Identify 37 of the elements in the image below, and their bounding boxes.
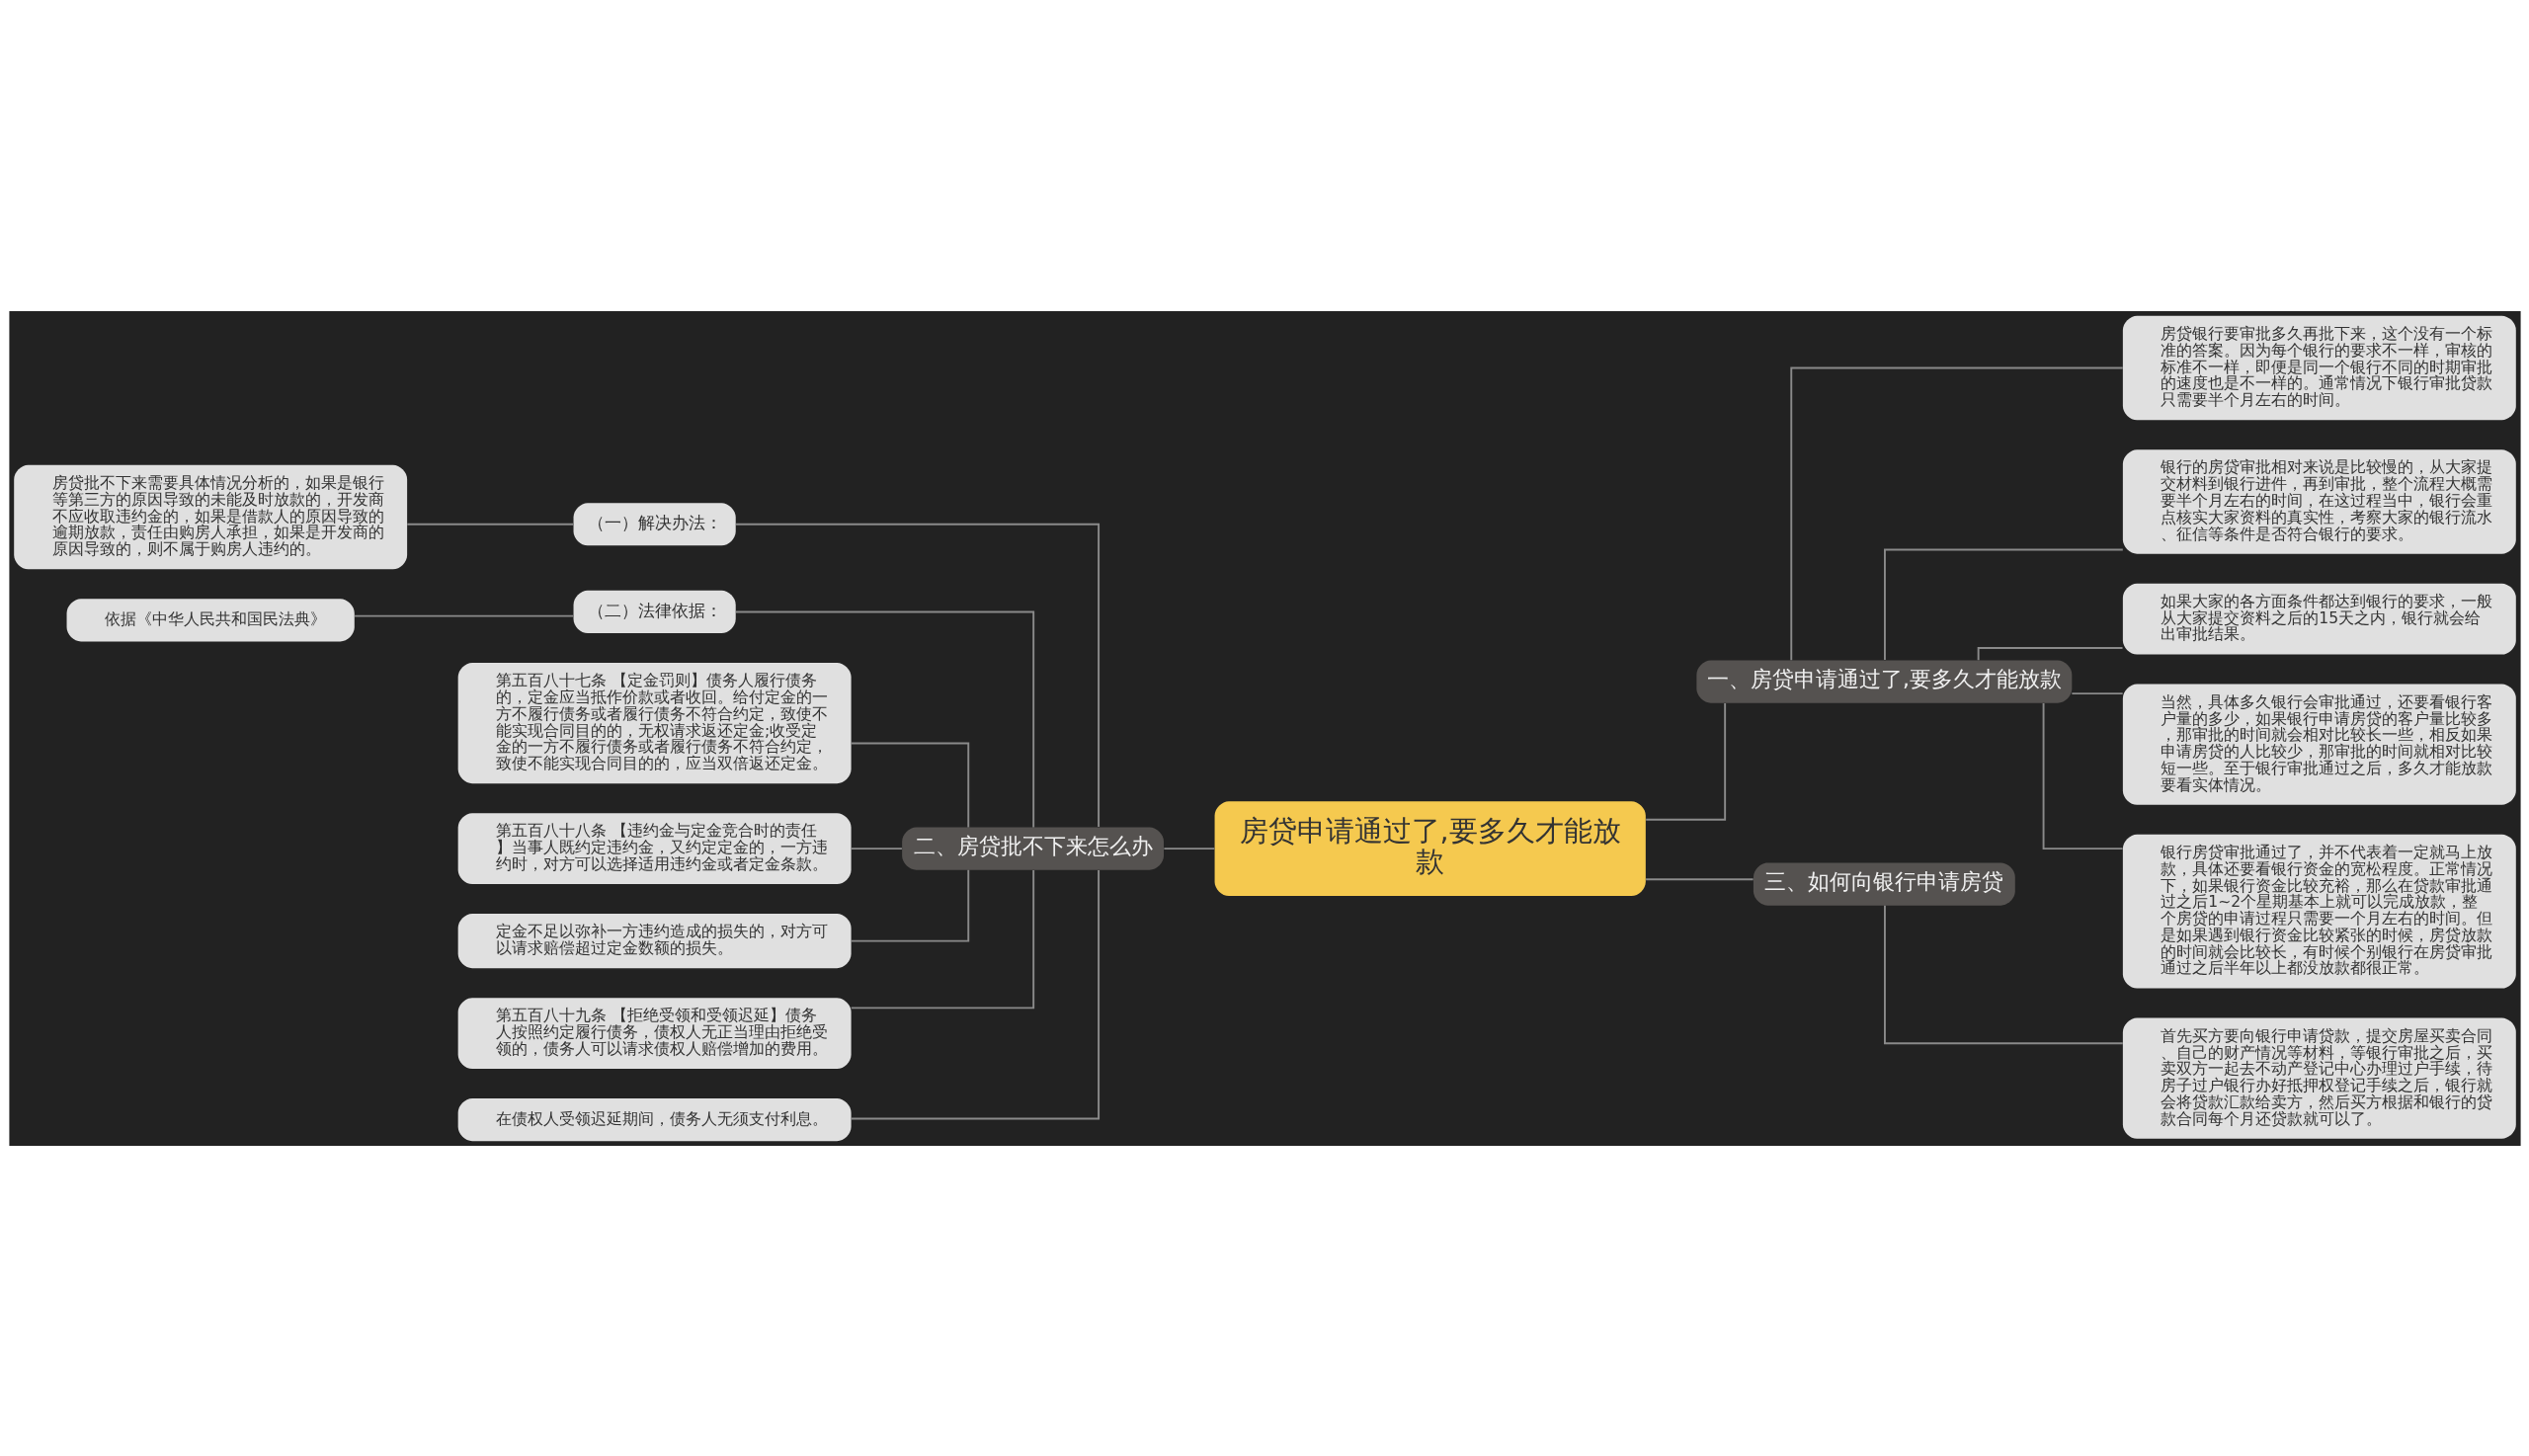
connector [850, 868, 1034, 1009]
node-box: 当然，具体多久银行会审批通过，还要看银行客户量的多少，如果银行申请房贷的客户量比较多，那审批的时间就会相对比较长一些，相反如果申请房贷的人比较少，那审批的时间就相对比较短一些。至于银行审批通过之后，多久才能放款要看实体情况。 [2122, 684, 2516, 805]
node-box: 第五百八十八条 【违约金与定金竞合时的责任】当事人既约定违约金，又约定定金的，一方违约时，对方可以选择适用违约金或者定金条款。 [457, 812, 852, 884]
node-box: 首先买方要向银行申请贷款，提交房屋买卖合同、自己的财产情况等材料，等银行审批之后，买卖双方一起去不动产登记中心办理过户手续，待房子过户银行办好抵押权登记手续之后，银行就会将贷款汇款给卖方，然后买方根据和银行的贷款合同每个月还贷款就可以了。 [2122, 1017, 2516, 1139]
connector [850, 847, 903, 849]
connector [1883, 904, 2124, 1044]
node-box: 房贷批不下来需要具体情况分析的，如果是银行等第三方的原因导致的未能及时放款的，开发商不应收取违约金的，如果是借款人的原因导致的逾期放款，责任由购房人承担，如果是开发商的原因导致的，则不属于购房人违约的。 [13, 464, 407, 569]
node-box: 房贷银行要审批多久再批下来，这个没有一个标准的答案。因为每个银行的要求不一样，审核的标准不一样，即便是同一个银行不同的时期审批的速度也是不一样的。通常情况下银行审批贷款只需要半个月左右的时间。 [2122, 315, 2516, 420]
connector [1162, 847, 1215, 849]
connector [405, 523, 574, 526]
connector [734, 610, 1034, 828]
connector [2070, 691, 2124, 694]
node-box: 二、房贷批不下来怎么办 [901, 827, 1164, 870]
connector [734, 523, 1100, 828]
connector [850, 868, 969, 942]
node-box: （一）解决办法： [573, 502, 736, 545]
node-box: 第五百八十九条 【拒绝受领和受领迟延】债务人按照约定履行债务，债权人无正当理由拒绝受领的，债务人可以请求债权人赔偿增加的费用。 [457, 997, 852, 1069]
node-box: 房贷申请通过了,要多久才能放款 [1214, 800, 1646, 896]
node-box: 第五百八十七条 【定金罚则】债务人履行债务的，定金应当抵作价款或者收回。给付定金的一方不履行债务或者履行债务不符合约定，致使不能实现合同目的的，无权请求返还定金;收受定金的一方不履行债务或者履行债务不符合约定，致使不能实现合同目的的，应当双倍返还定金。 [457, 662, 852, 783]
node-box: （二）法律依据： [573, 590, 736, 633]
node-box: 如果大家的各方面条件都达到银行的要求，一般从大家提交资料之后的15天之内，银行就会给出审批结果。 [2122, 583, 2516, 655]
connector [1789, 366, 2124, 661]
node-box: 三、如何向银行申请房贷 [1753, 862, 2015, 906]
connector [850, 868, 1100, 1119]
node-box: 定金不足以弥补一方违约造成的损失的，对方可以请求赔偿超过定金数额的损失。 [457, 913, 852, 968]
connector [1644, 701, 1726, 821]
node-box: 银行房贷审批通过了，并不代表着一定就马上放款，具体还要看银行资金的宽松程度。正常情况下，如果银行资金比较充裕，那么在贷款审批通过之后1~2个星期基本上就可以完成放款，整个房贷的申请过程只需要一个月左右的时间。但是如果遇到银行资金比较紧张的时候，房贷放款的时间就会比较长，有时候个别银行在房贷审批通过之后半年以上都没放款都很正常。 [2122, 834, 2516, 989]
connector [353, 614, 574, 617]
node-box: 在债权人受领迟延期间，债务人无须支付利息。 [457, 1097, 852, 1141]
node-box: 一、房贷申请通过了,要多久才能放款 [1695, 660, 2072, 703]
connector [2042, 701, 2124, 849]
connector [1883, 548, 2124, 661]
node-box: 依据《中华人民共和国民法典》 [66, 598, 355, 641]
node-box: 银行的房贷审批相对来说是比较慢的，从大家提交材料到银行进件，再到审批，整个流程大概需要半个月左右的时间，在这过程当中，银行会重点核实大家资料的真实性，考察大家的银行流水、征信等条件是否符合银行的要求。 [2122, 448, 2516, 554]
connector [850, 742, 969, 829]
connector [1977, 646, 2123, 661]
connector [1644, 877, 1754, 880]
